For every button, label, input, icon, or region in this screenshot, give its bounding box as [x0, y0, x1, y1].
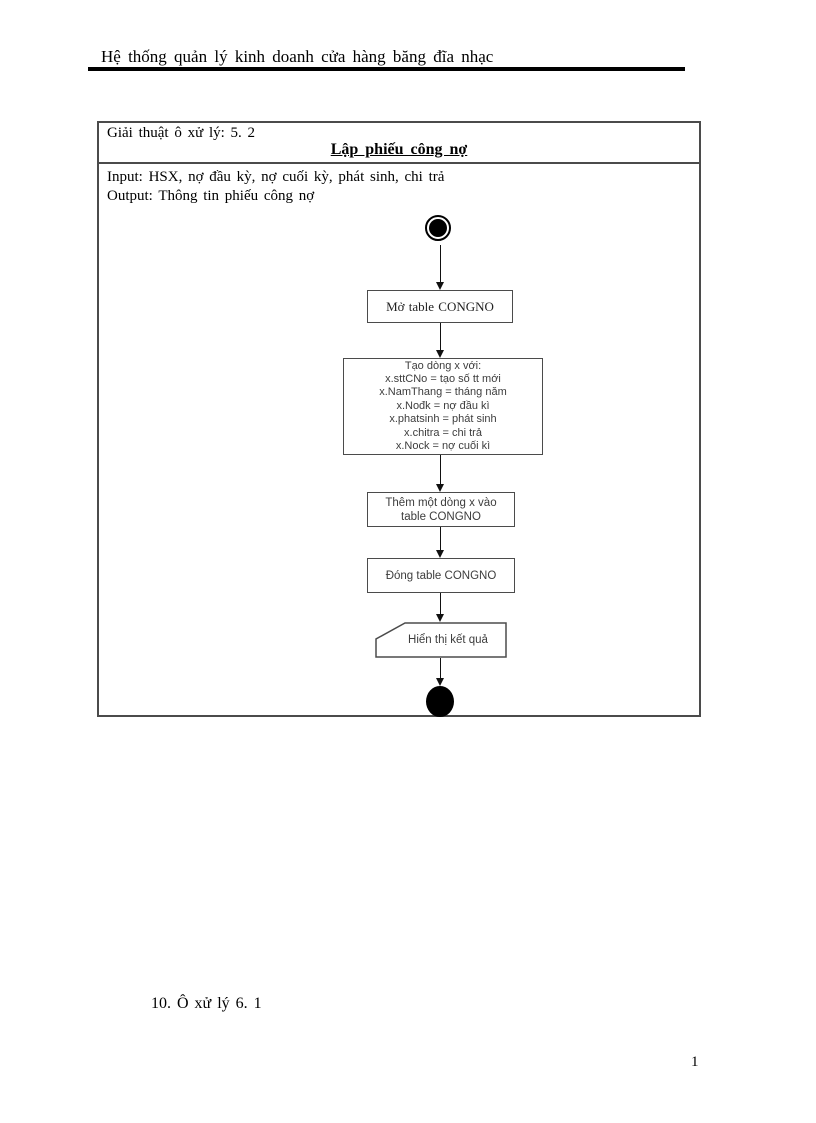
header-double-rule	[88, 67, 685, 71]
flow-start-dot-icon	[429, 219, 447, 237]
algorithm-id-label: Giải thuật ô xử lý: 5. 2	[107, 125, 256, 141]
algorithm-input-line: Input: HSX, nợ đầu kỳ, nợ cuối kỳ, phát …	[107, 169, 445, 185]
algorithm-title: Lập phiếu công nợ	[330, 141, 468, 158]
display-shape-outline	[375, 622, 507, 658]
flow-step-display-result: Hiển thị kết quả	[375, 622, 507, 658]
flow-arrow-2	[436, 323, 445, 358]
algorithm-io-section: Input: HSX, nợ đầu kỳ, nợ cuối kỳ, phát …	[99, 164, 699, 206]
flow-arrow-4	[436, 527, 445, 558]
flow-start-node	[425, 215, 451, 241]
algorithm-box-header: Giải thuật ô xử lý: 5. 2 Lập phiếu công …	[99, 123, 699, 164]
flow-step-insert-row: Thêm một dòng x vào table CONGNO	[367, 492, 515, 527]
page-number: 1	[691, 1054, 699, 1070]
algorithm-spec-box: Giải thuật ô xử lý: 5. 2 Lập phiếu công …	[97, 121, 701, 717]
flow-arrow-1	[436, 245, 445, 290]
algorithm-output-line: Output: Thông tin phiếu công nợ	[107, 188, 315, 204]
flow-arrow-3	[436, 455, 445, 492]
flow-end-node	[426, 686, 454, 717]
page-header-title: Hệ thống quản lý kinh doanh cửa hàng băn…	[101, 47, 494, 66]
flow-step-open-table: Mở table CONGNO	[367, 290, 513, 323]
display-step-label: Hiển thị kết quả	[408, 634, 488, 646]
flow-step-create-row: Tạo dòng x với: x.sttCNo = tạo số tt mới…	[343, 358, 543, 455]
flow-arrow-6	[436, 658, 445, 686]
next-section-note: 10. Ô xử lý 6. 1	[151, 995, 262, 1012]
flow-step-close-table: Đóng table CONGNO	[367, 558, 515, 593]
flow-arrow-5	[436, 593, 445, 622]
